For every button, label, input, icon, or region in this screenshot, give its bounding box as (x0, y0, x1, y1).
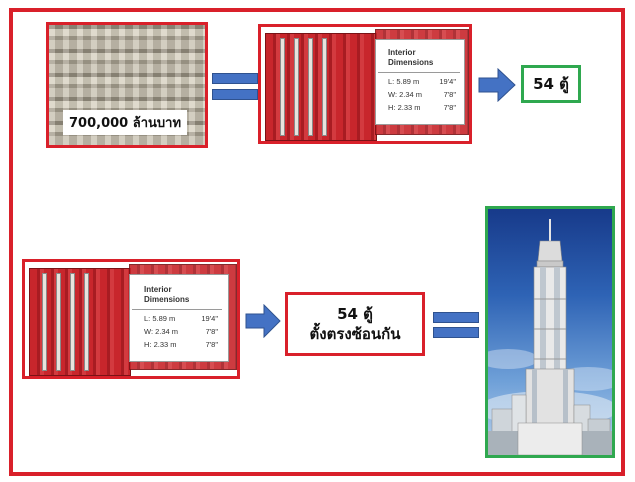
stack-description: ตั้งตรงซ้อนกัน (309, 325, 401, 343)
equals-sign-bottom-bar2 (433, 327, 479, 338)
dimensions-title-line1: Interior (388, 48, 416, 57)
money-amount-label: 700,000 ล้านบาท (63, 110, 188, 135)
dimensions-title-line1: Interior (144, 285, 172, 294)
stack-count: 54 ตู้ (337, 305, 373, 323)
equals-sign-top-bar2 (212, 89, 258, 100)
dimensions-title-line2: Dimensions (144, 295, 190, 304)
tall-building-photo (485, 206, 615, 458)
money-stack-photo: 700,000 ล้านบาท (46, 22, 208, 148)
dimensions-title-line2: Dimensions (388, 58, 434, 67)
stacked-containers-box: 54 ตู้ ตั้งตรงซ้อนกัน (285, 292, 425, 356)
shipping-container-image (29, 268, 131, 376)
outer-frame (9, 8, 625, 476)
result-count-box: 54 ตู้ (521, 65, 581, 103)
right-arrow-icon (245, 304, 281, 338)
skyscraper-illustration (488, 219, 612, 455)
shipping-container-image (265, 33, 377, 141)
equals-sign-top-bar1 (212, 73, 258, 84)
result-count: 54 ตู้ (533, 75, 569, 93)
equals-sign-bottom-bar1 (433, 312, 479, 323)
right-arrow-icon (478, 68, 516, 102)
